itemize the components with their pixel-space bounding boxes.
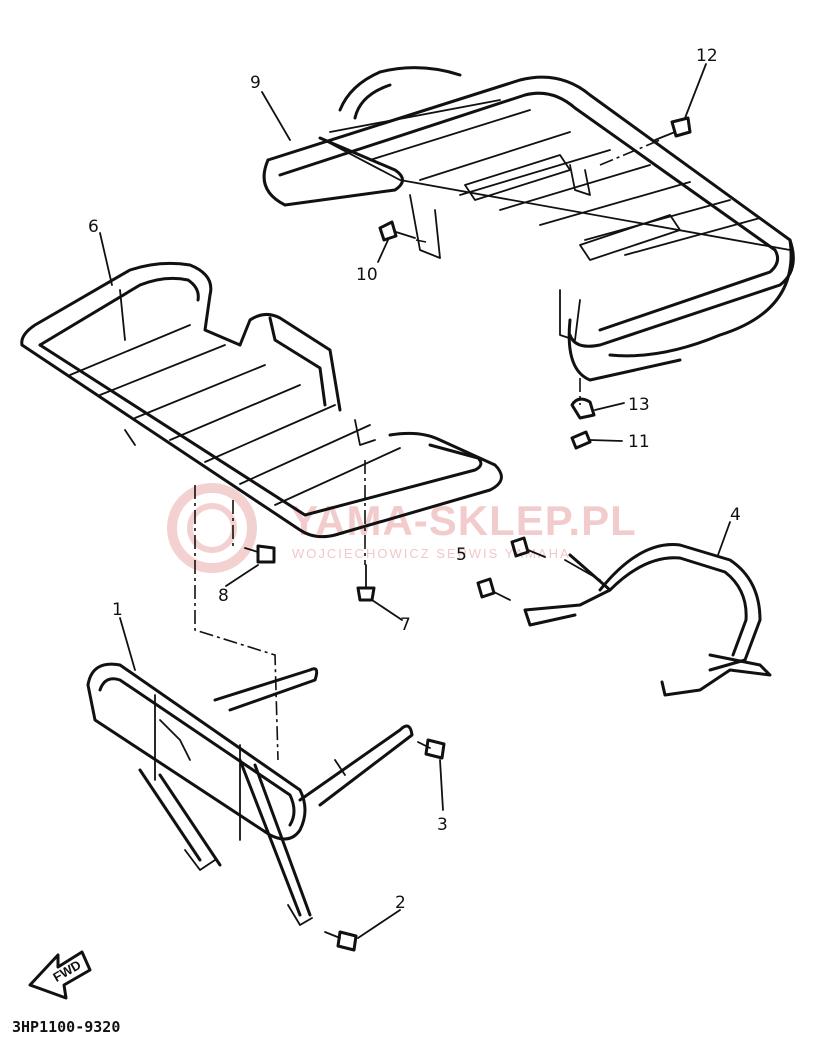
callouts: 9 6 12 10 13 11 1 4 5 8 7 3 2 [88,46,741,913]
callout-3: 3 [437,815,448,835]
front-bracket [86,662,414,926]
assembly-lines [194,139,661,761]
bolt-5b [476,577,511,601]
callout-8: 8 [218,586,229,606]
nut-11 [570,430,592,450]
watermark: YAMA-SKLEP.PL WOJCIECHOWICZ SERWIS YAMAH… [167,483,636,573]
callout-5: 5 [456,545,467,565]
watermark-subtitle: WOJCIECHOWICZ SERWIS YAMAHA [292,546,571,561]
front-carrier [20,261,503,539]
callout-13: 13 [628,395,650,415]
bolt-2 [324,930,358,952]
callout-4: 4 [730,505,741,525]
fwd-label: FWD [50,957,83,985]
callout-6: 6 [88,217,99,237]
bolt-7 [356,564,376,602]
callout-10: 10 [356,265,378,285]
callout-7: 7 [400,615,411,635]
rear-bracket [523,543,772,697]
bolt-8 [244,544,276,564]
collar-13 [570,397,596,420]
rear-carrier [262,66,795,382]
bolt-3 [417,738,446,760]
callout-1: 1 [112,600,123,620]
diagram-code: 3HP1100-9320 [12,1018,120,1036]
fwd-arrow-icon: FWD [28,950,92,1000]
bolt-12 [654,116,692,141]
callout-2: 2 [395,893,406,913]
callout-9: 9 [250,73,261,93]
bolt-10 [378,220,416,242]
callout-11: 11 [628,432,650,452]
leader-lines [99,63,731,939]
watermark-logo [167,483,257,573]
bolt-5a [510,536,546,558]
callout-12: 12 [696,46,718,66]
